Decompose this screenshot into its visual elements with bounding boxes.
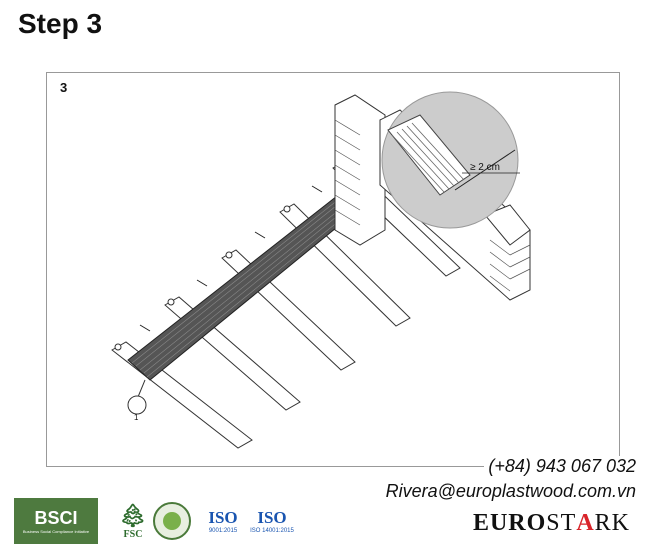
iso-subtext: ISO 14001:2015 [250, 528, 294, 534]
iso-9001-logo: ISO 9001:2015 [203, 498, 243, 544]
callout-1: 1 [127, 379, 147, 422]
page-title: Step 3 [18, 8, 103, 39]
phone-number: (+84) 943 067 032 [484, 456, 636, 477]
diagram-frame [46, 72, 620, 467]
fsc-text: FSC [123, 528, 143, 540]
bsci-text: BSCI [34, 508, 78, 528]
iso-subtext: 9001:2015 [208, 528, 238, 534]
iso-14001-logo: ISO ISO 14001:2015 [248, 498, 296, 544]
brand-part: ST [546, 510, 577, 536]
brand-part: RK [594, 510, 630, 536]
bsci-subtext: Business Social Compliance Initiative [22, 529, 90, 534]
joist-clips [114, 205, 291, 351]
arrows [139, 185, 323, 332]
brand-part: EURO [472, 510, 547, 536]
email-address: Rivera@europlastwood.com.vn [381, 481, 636, 502]
brand-part: A [576, 510, 595, 536]
fsc-logo: 🌲︎ FSC [108, 498, 158, 544]
green-label-icon [153, 502, 191, 540]
tree-icon: 🌲︎ [119, 502, 147, 528]
step-number: 3 [60, 80, 68, 95]
wall-bricks [334, 119, 531, 292]
gap-label: ≥ 2 cm [470, 162, 500, 173]
iso-text: ISO [208, 508, 238, 527]
detail-magnifier: ≥ 2 cm [381, 91, 520, 229]
iso-text: ISO [257, 508, 287, 527]
svg-text:1: 1 [134, 413, 139, 422]
bsci-logo: BSCI Business Social Compliance Initiati… [14, 498, 98, 544]
eurostark-logo: EUROSTARK [473, 510, 630, 537]
green-label-logo [152, 498, 192, 544]
